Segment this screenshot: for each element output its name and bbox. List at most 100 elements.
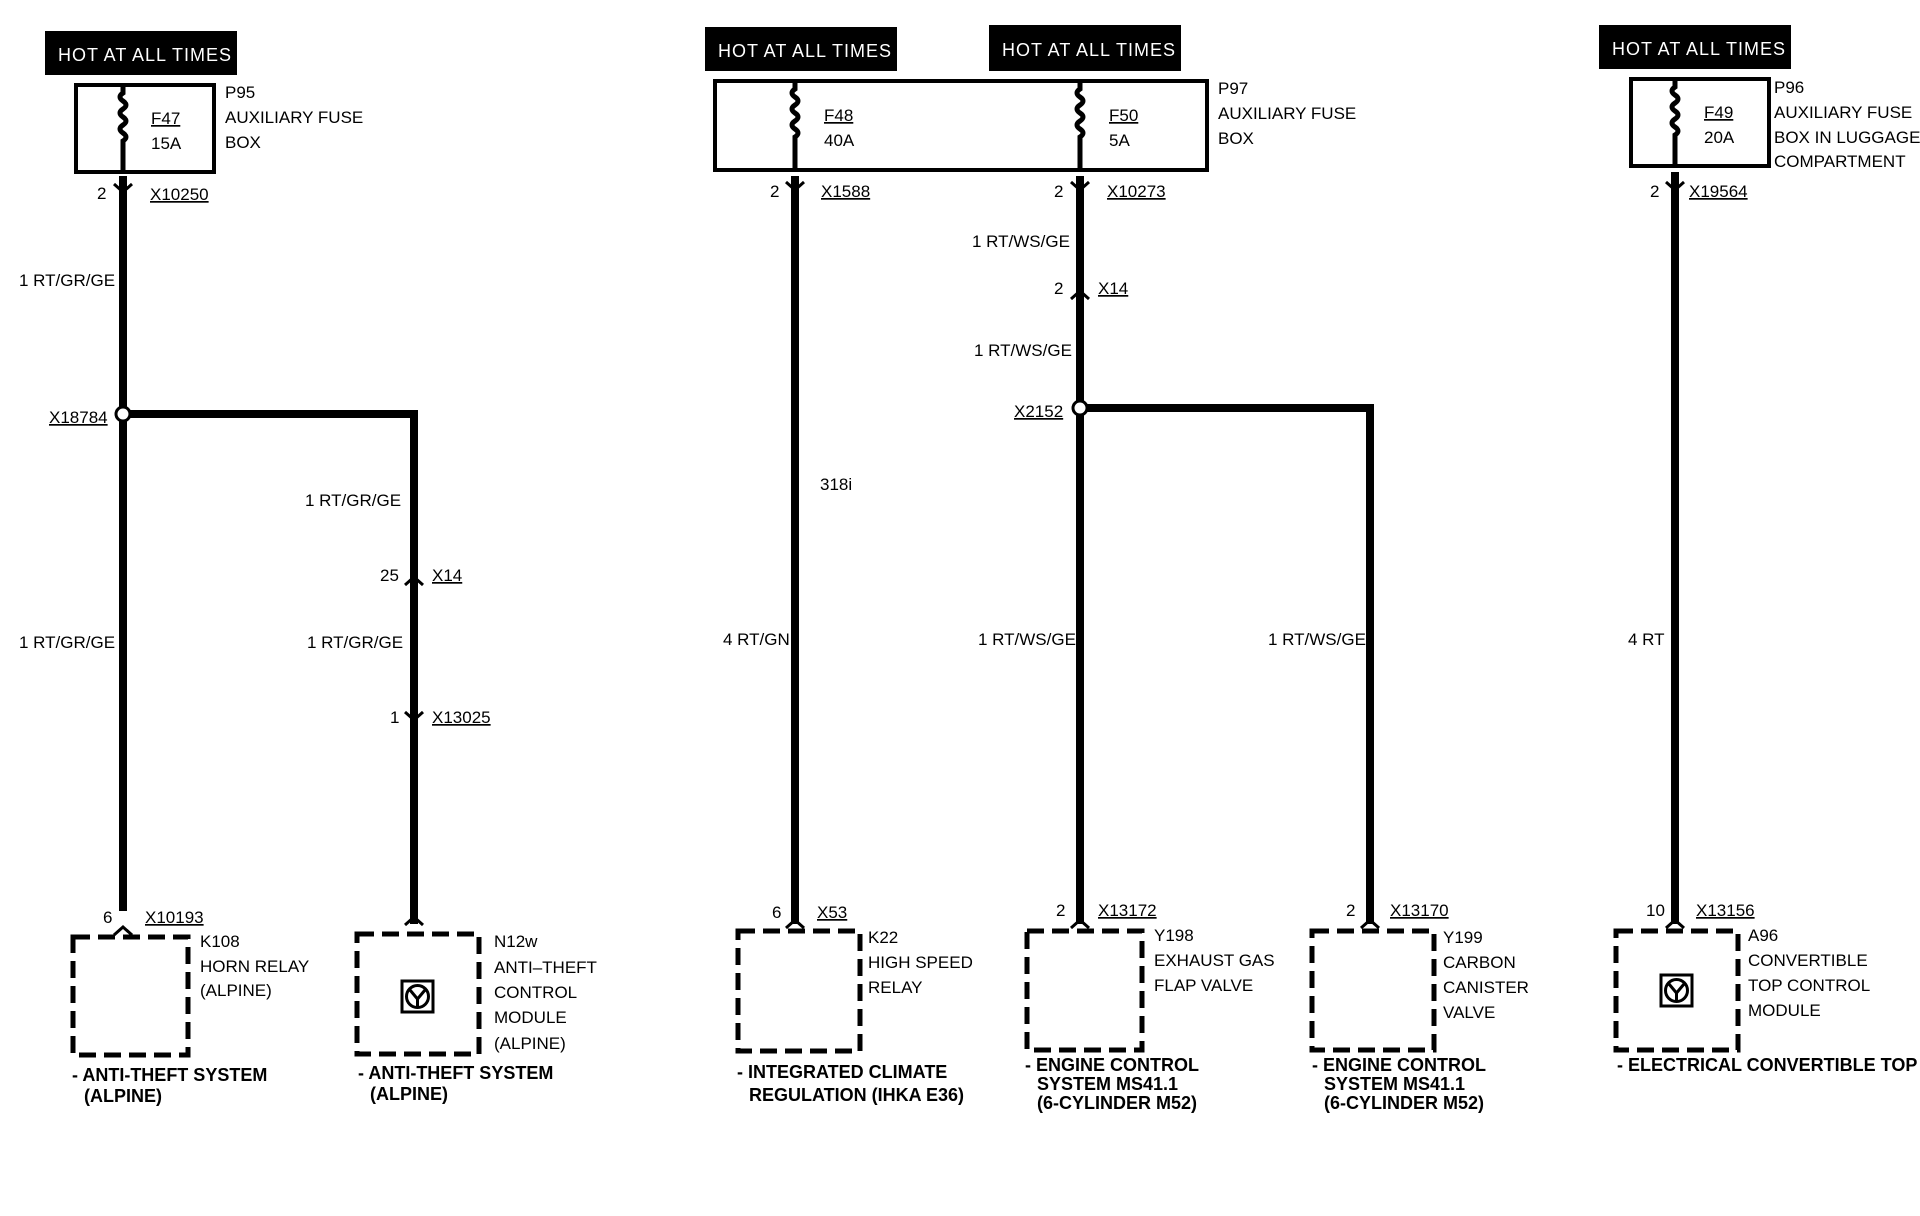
component-y198 <box>1024 928 1145 1053</box>
box-desc-1: AUXILIARY FUSE <box>1774 103 1912 122</box>
k22-pin: 6 <box>772 903 781 922</box>
y199-desc-3: VALVE <box>1443 1003 1495 1022</box>
box-desc-3: COMPARTMENT <box>1774 152 1906 171</box>
y199-desc-1: CARBON <box>1443 953 1516 972</box>
a96-desc-1: CONVERTIBLE <box>1748 951 1868 970</box>
n12w-desc-3: MODULE <box>494 1008 567 1027</box>
y198-conn: X13172 <box>1098 901 1157 920</box>
fuse-f49-symbol <box>1669 79 1681 166</box>
k22-desc-2: RELAY <box>868 978 923 997</box>
a96-pin: 10 <box>1646 901 1665 920</box>
wire-label-4: 1 RT/GR/GE <box>307 633 403 652</box>
n12w-desc-1: ANTI–THEFT <box>494 958 597 977</box>
hot-at-all-times-label: HOT AT ALL TIMES <box>718 41 892 61</box>
splice-label: X2152 <box>1014 402 1063 421</box>
connector-symbol <box>113 924 133 937</box>
box-desc-2: BOX <box>1218 129 1254 148</box>
wire-label: 1 RT/WS/GE <box>974 341 1072 360</box>
hot-at-all-times-label: HOT AT ALL TIMES <box>1612 39 1786 59</box>
hot-at-all-times-banner <box>1599 25 1791 69</box>
function-label: - ENGINE CONTROL <box>1025 1055 1199 1075</box>
a96-desc-3: MODULE <box>1748 1001 1821 1020</box>
function-label: - ANTI-THEFT SYSTEM <box>358 1063 553 1083</box>
box-desc-1: AUXILIARY FUSE <box>225 108 363 127</box>
y198-pin: 2 <box>1056 901 1065 920</box>
x13025-label: X13025 <box>432 708 491 727</box>
n12w-desc-2: CONTROL <box>494 983 577 1002</box>
connector-symbol <box>785 180 805 193</box>
circuit-p97: HOT AT ALL TIMES HOT AT ALL TIMES F48 40… <box>705 25 1529 1113</box>
hot-at-all-times-banner <box>705 27 897 71</box>
connector-symbol <box>1360 917 1380 930</box>
function-label: (6-CYLINDER M52) <box>1037 1093 1197 1113</box>
component-n12w <box>354 931 482 1057</box>
splice-dot <box>114 405 132 423</box>
a96-conn: X13156 <box>1696 901 1755 920</box>
conn-top: X10250 <box>150 185 209 204</box>
connector-symbol <box>404 574 424 587</box>
f50-conn: X10273 <box>1107 182 1166 201</box>
n12w-desc-4: (ALPINE) <box>494 1034 566 1053</box>
module-icon <box>408 989 427 1007</box>
k108-desc-1: HORN RELAY <box>200 957 309 976</box>
a96-desc-2: TOP CONTROL <box>1748 976 1870 995</box>
k108-pin: 6 <box>103 908 112 927</box>
function-label: - ANTI-THEFT SYSTEM <box>72 1065 267 1085</box>
f50-pin: 2 <box>1054 182 1063 201</box>
k108-desc-2: (ALPINE) <box>200 981 272 1000</box>
conn-top: X19564 <box>1689 182 1748 201</box>
module-icon <box>1664 978 1689 1003</box>
fuse-f47-symbol <box>117 85 129 172</box>
n12w-id: N12w <box>494 932 538 951</box>
f48-conn: X1588 <box>821 182 870 201</box>
wire-label: 4 RT <box>1628 630 1665 649</box>
connector-symbol <box>1070 288 1090 301</box>
wire-label-2: 1 RT/GR/GE <box>19 633 115 652</box>
connector-symbol <box>404 914 424 927</box>
fuse-f50-symbol <box>1074 81 1086 170</box>
y198-desc-2: FLAP VALVE <box>1154 976 1253 995</box>
box-desc-1: AUXILIARY FUSE <box>1218 104 1356 123</box>
fuse-box-p96 <box>1629 77 1771 168</box>
connector-symbol <box>785 917 805 930</box>
f48-id: F48 <box>824 106 853 125</box>
k22-desc-1: HIGH SPEED <box>868 953 973 972</box>
y198-id: Y198 <box>1154 926 1194 945</box>
f50-rating: 5A <box>1109 131 1130 150</box>
module-icon <box>405 984 430 1009</box>
function-label: (ALPINE) <box>370 1084 448 1104</box>
function-label: (ALPINE) <box>84 1086 162 1106</box>
y199-conn: X13170 <box>1390 901 1449 920</box>
k108-id: K108 <box>200 932 240 951</box>
function-label: REGULATION (IHKA E36) <box>749 1085 964 1105</box>
model-note: 318i <box>820 475 852 494</box>
component-y199 <box>1309 928 1437 1053</box>
component-k22 <box>735 928 863 1054</box>
hot-at-all-times-banner <box>45 31 237 75</box>
f50-id: F50 <box>1109 106 1138 125</box>
f48-rating: 40A <box>824 131 855 150</box>
wire-label: 4 RT/GN <box>723 630 790 649</box>
pin-top: 2 <box>97 184 106 203</box>
function-label: (6-CYLINDER M52) <box>1324 1093 1484 1113</box>
circuit-f47: HOT AT ALL TIMES F47 15A P95 AUXILIARY F… <box>19 31 597 1106</box>
fuse-rating: 15A <box>151 134 182 153</box>
wire-label: 1 RT/WS/GE <box>972 232 1070 251</box>
fuse-f48-symbol <box>789 81 801 170</box>
box-id: P97 <box>1218 79 1248 98</box>
y199-pin: 2 <box>1346 901 1355 920</box>
fuse-rating: 20A <box>1704 128 1735 147</box>
connector-symbol <box>1665 917 1685 930</box>
module-icon <box>400 979 435 1014</box>
function-label: - ELECTRICAL CONVERTIBLE TOP <box>1617 1055 1917 1075</box>
function-label: - INTEGRATED CLIMATE <box>737 1062 947 1082</box>
connector-symbol <box>113 182 133 195</box>
wire-label: 1 RT/WS/GE <box>1268 630 1366 649</box>
module-icon <box>1659 973 1694 1008</box>
fuse-id: F49 <box>1704 103 1733 122</box>
module-icon <box>1667 983 1686 1001</box>
pin-top: 2 <box>1650 182 1659 201</box>
connector-symbol <box>1665 180 1685 193</box>
wire-f50-branch <box>1076 404 1374 924</box>
